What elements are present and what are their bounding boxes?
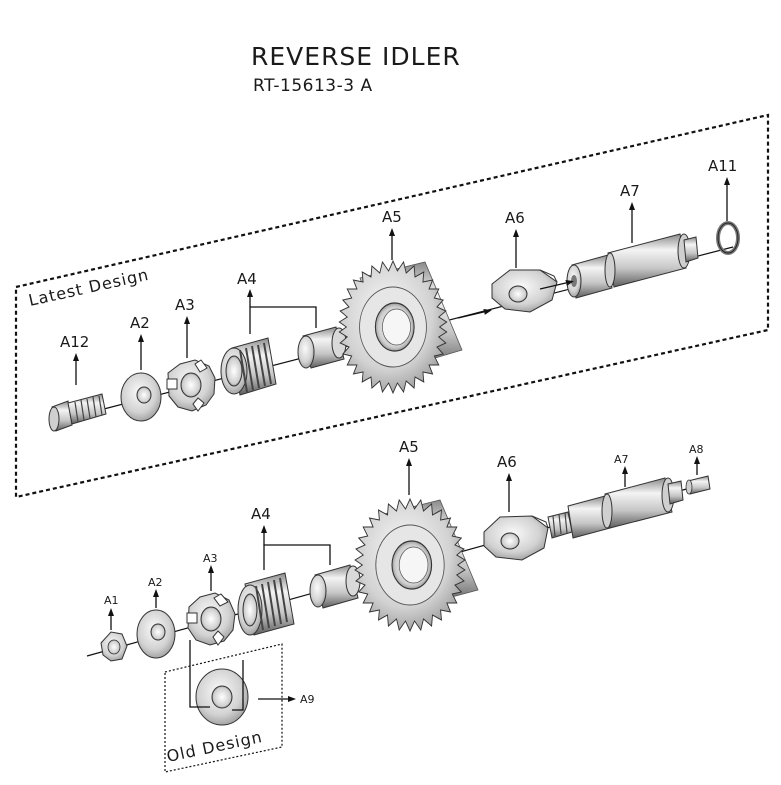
callout-latest-a6: A6 [505,209,525,227]
old-design-assembly: Old Design A1 A2 A3 A4 A5 A6 A7 [86,438,711,773]
old-gear-a5 [354,498,479,632]
callout-latest-a12: A12 [60,333,89,351]
leader-old-a9-right [232,660,244,711]
latest-design-boundary [14,113,770,499]
old-thrust-washer-a3 [186,592,236,646]
bracket-latest-a4 [249,306,317,334]
part-number: RT-15613-3 A [253,76,373,96]
callout-latest-a2: A2 [130,314,150,332]
old-callouts: A1 A2 A3 A4 A5 A6 A7 A8 A9 [104,438,704,706]
leader-old-a9-left [189,640,210,708]
old-thrust-plate-a6 [483,515,549,561]
axis-arrow-a6-a7 [539,279,574,290]
old-shaft-a7 [547,477,684,539]
latest-needle-bearing-a4 [220,337,277,396]
old-washer-a9 [195,668,249,726]
callout-latest-a3: A3 [175,296,195,314]
callout-old-a9: A9 [300,693,315,706]
callout-old-a5: A5 [399,438,419,456]
callout-old-a1: A1 [104,594,119,607]
callout-old-a8: A8 [689,443,704,456]
latest-thrust-plate-a6 [491,269,558,313]
old-design-label: Old Design [165,727,264,766]
callout-latest-a5: A5 [382,208,402,226]
callout-latest-a11: A11 [708,157,737,175]
latest-gear-a5 [338,259,463,395]
latest-thrust-washer-a3 [166,359,216,412]
diagram-title: REVERSE IDLER [251,42,461,71]
callout-old-a2: A2 [148,576,163,589]
callout-latest-a4: A4 [237,270,257,288]
latest-capscrew-a12 [48,393,107,432]
callout-latest-a7: A7 [620,182,640,200]
old-design-boundary [164,643,283,773]
latest-design-group: Latest Design [14,113,770,499]
callout-old-a3: A3 [203,552,218,565]
latest-design-label: Latest Design [27,265,151,310]
axis-arrow-a5-a6 [457,308,492,319]
latest-shaft-a7 [566,233,699,299]
callout-old-a6: A6 [497,453,517,471]
old-nut-a1 [100,631,128,662]
old-spacer-a4 [309,564,361,609]
callout-old-a4: A4 [251,505,271,523]
old-design-box: Old Design [164,640,296,773]
latest-callouts: A12 A2 A3 A4 A5 A6 A7 A11 [60,157,737,385]
old-washer-a2 [136,609,176,659]
old-needle-bearing-a4 [237,572,295,636]
latest-spacer-a4 [297,326,347,369]
latest-snap-ring-a11 [716,221,740,255]
old-plug-a8 [685,475,711,495]
latest-washer-a2 [120,372,162,422]
callout-old-a7: A7 [614,453,629,466]
bracket-old-a4 [263,544,331,570]
